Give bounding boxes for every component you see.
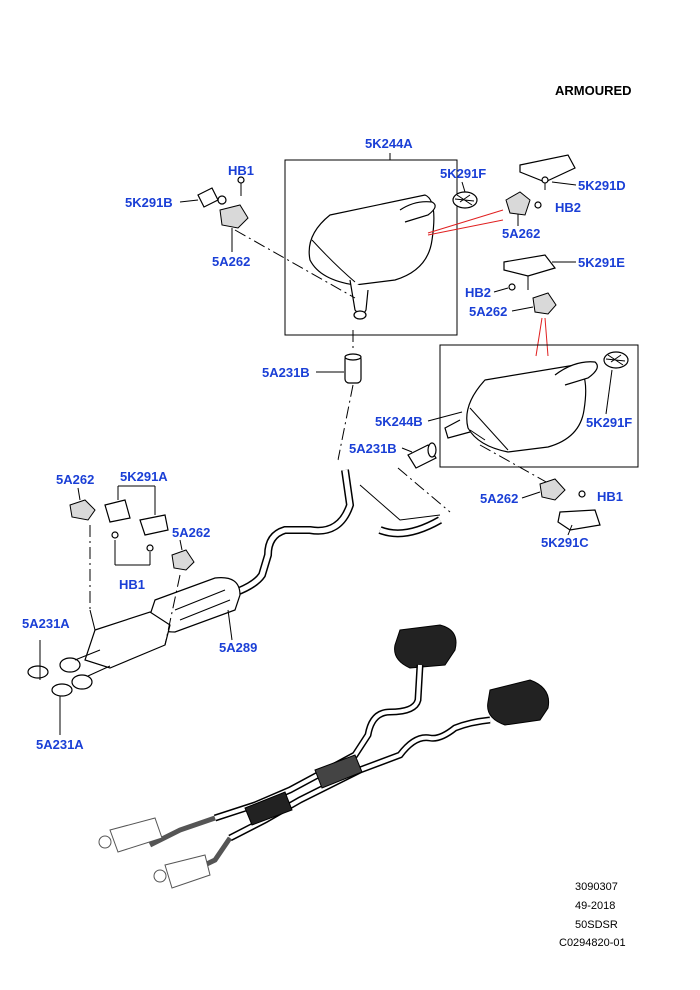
callout-5K291E: 5K291E xyxy=(578,255,625,270)
footer-ref-3: 50SDSR xyxy=(575,919,618,931)
hanger-bracket-5K291E xyxy=(503,254,557,291)
callout-5A231B-mid: 5A231B xyxy=(349,441,397,456)
hanger-bracket-5K291B xyxy=(197,176,245,208)
callout-5A289: 5A289 xyxy=(219,640,257,655)
callout-HB1-low: HB1 xyxy=(597,489,623,504)
callout-5K291F-mid: 5K291F xyxy=(586,415,632,430)
rubber-insulator-5A262-left xyxy=(69,499,96,521)
callout-5A231A-bottom: 5A231A xyxy=(36,737,84,752)
callout-5A262-center: 5A262 xyxy=(172,525,210,540)
footer-ref-4: C0294820-01 xyxy=(559,937,626,949)
rear-muffler-5K244A xyxy=(308,194,436,320)
callout-HB1-top: HB1 xyxy=(228,163,254,178)
footer-ref-2: 49-2018 xyxy=(575,900,615,912)
callout-HB2-top: HB2 xyxy=(555,200,581,215)
detail-box-5K244B xyxy=(439,344,639,468)
callout-5K244A: 5K244A xyxy=(365,136,413,151)
rear-muffler-5K244B xyxy=(444,361,598,453)
hanger-bracket-5K291A xyxy=(104,499,169,552)
overview-exhaust-assembly xyxy=(98,624,550,889)
tailpipe-tip-5K291F-mid xyxy=(603,351,629,369)
callout-5K291C: 5K291C xyxy=(541,535,589,550)
intermediate-pipe xyxy=(199,457,442,604)
callout-5A262-low: 5A262 xyxy=(480,491,518,506)
rubber-insulator-5A262-center xyxy=(171,549,195,571)
callout-HB2-mid: HB2 xyxy=(465,285,491,300)
detail-box-5K244A xyxy=(284,159,458,336)
callout-5K291F-top: 5K291F xyxy=(440,166,486,181)
tailpipe-tip-5K291F-top xyxy=(452,191,478,209)
hanger-bracket-5K291C xyxy=(557,509,601,531)
clamp-sleeve-5A231B-mid xyxy=(407,442,437,469)
clamp-sleeve-5A231B-top xyxy=(344,353,362,384)
diagram-title: ARMOURED xyxy=(555,83,632,98)
callout-5K291D: 5K291D xyxy=(578,178,626,193)
clamp-5A231A xyxy=(27,665,73,697)
callout-5A231A-top: 5A231A xyxy=(22,616,70,631)
callout-5K244B: 5K244B xyxy=(375,414,423,429)
rubber-insulator-5A262-right xyxy=(505,191,531,216)
callout-5A262-left: 5A262 xyxy=(56,472,94,487)
footer-ref-1: 3090307 xyxy=(575,881,618,893)
callout-5A231B-top: 5A231B xyxy=(262,365,310,380)
bolt-HB1-low xyxy=(578,490,586,498)
hanger-bracket-5K291D xyxy=(519,154,576,190)
rubber-insulator-5A262-top xyxy=(219,204,249,229)
bolt-HB2-top xyxy=(534,201,542,209)
callout-5A262-top: 5A262 xyxy=(212,254,250,269)
callout-5A262-mid: 5A262 xyxy=(469,304,507,319)
rubber-insulator-5A262-low xyxy=(539,478,566,501)
rubber-insulator-5A262-mid xyxy=(532,292,557,315)
callout-5K291B: 5K291B xyxy=(125,195,173,210)
callout-HB1-left: HB1 xyxy=(119,577,145,592)
callout-5K291A: 5K291A xyxy=(120,469,168,484)
callout-5A262-right: 5A262 xyxy=(502,226,540,241)
front-pipe-assembly xyxy=(59,609,171,690)
